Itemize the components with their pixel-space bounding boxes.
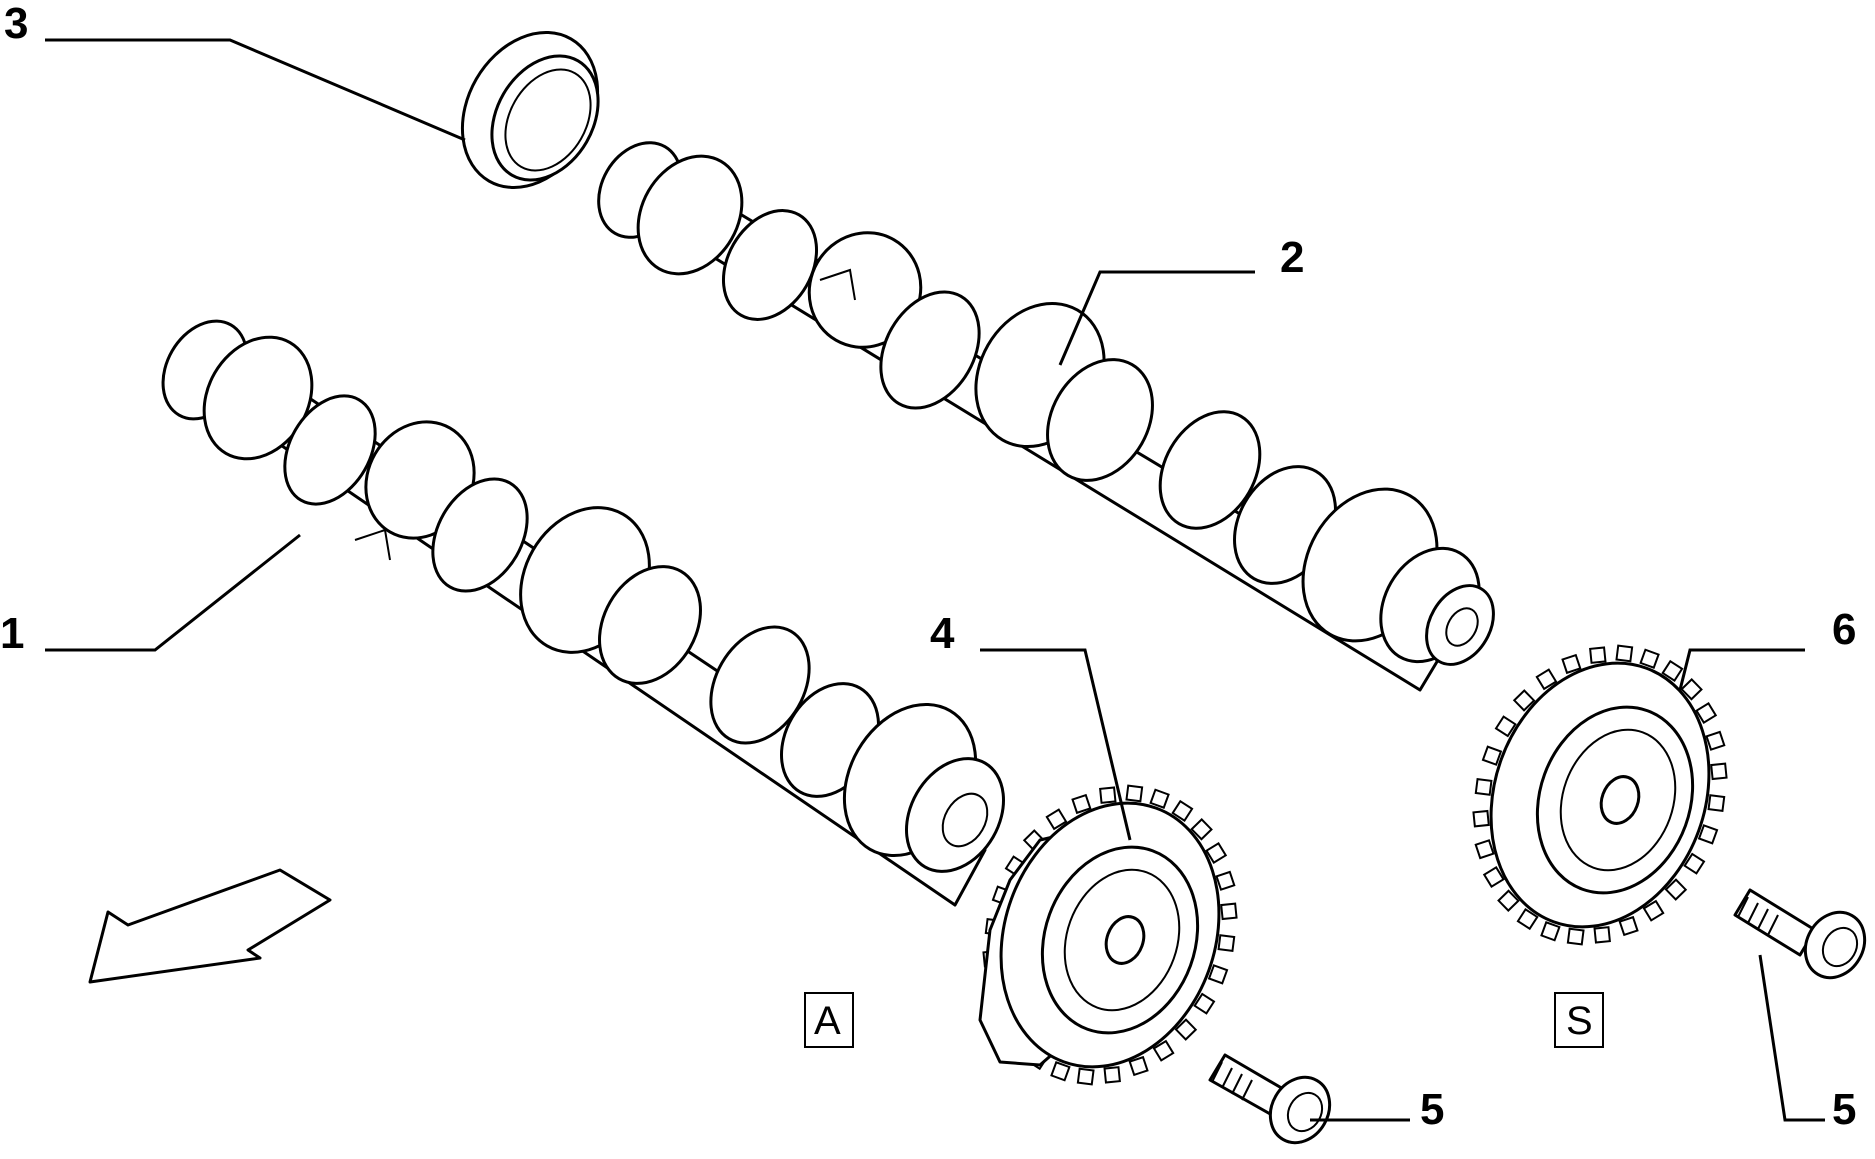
gear-tooth [1535,668,1558,691]
gear-tooth [1512,689,1536,712]
gear-tooth [1482,866,1505,889]
gear-tooth [1642,899,1665,922]
gear-tooth [1661,659,1684,682]
gear-tooth [1497,889,1520,913]
gear-tooth [1045,808,1068,831]
gear-tooth [1071,793,1092,815]
gear-tooth [1516,908,1539,931]
callout-2: 2 [1280,233,1304,282]
leader-1 [45,533,301,652]
leader-6 [1678,648,1805,691]
gear-tooth [1683,852,1706,875]
gear-tooth [1099,786,1117,804]
timing-pulley-s[interactable] [1455,632,1745,958]
gear-tooth [1697,824,1719,845]
svg-text:S: S [1566,999,1593,1043]
gear-tooth [1128,1055,1149,1077]
gear-tooth [1174,1018,1198,1041]
callout-5b: 5 [1832,1085,1856,1134]
gear-tooth [1561,653,1582,675]
gear-tooth [1125,784,1144,803]
leader-5b [1758,954,1825,1122]
gear-tooth [1707,794,1726,812]
callout-4: 4 [930,609,955,658]
gear-tooth [1220,902,1238,921]
gear-tooth [1215,870,1236,891]
leader-lines [45,38,1825,1122]
camshaft-intake[interactable] [582,128,1507,692]
gear-tooth [1190,817,1213,841]
leader-3 [45,38,466,142]
direction-arrow-icon [88,868,332,984]
leader-2 [1058,270,1255,366]
gear-tooth [1474,778,1493,796]
gear-tooth [1103,1066,1121,1084]
gear-tooth [1474,839,1495,860]
gear-teeth [1472,644,1728,946]
bolt-s[interactable] [1733,888,1875,988]
gear-tooth [1566,927,1585,946]
leader-4 [980,648,1132,841]
gear-tooth [1639,648,1660,669]
gear-tooth [1615,644,1634,663]
gear-tooth [1152,1039,1175,1062]
callout-5a: 5 [1420,1085,1444,1134]
gear-tooth [1149,788,1170,809]
gear-tooth [1540,921,1561,942]
gear-tooth [1494,715,1517,738]
gear-tooth [1205,841,1228,864]
timing-pulley-a[interactable] [965,772,1255,1098]
callout-3: 3 [4,0,28,48]
gear-tooth [1207,964,1229,985]
gear-tooth [1589,646,1607,664]
gear-tooth [1050,1061,1071,1082]
gear-tooth [1171,799,1194,822]
gear-tooth [1217,934,1236,952]
gear-tooth [1593,926,1611,944]
gear-tooth [1664,878,1688,901]
callout-1: 1 [0,609,24,658]
gear-tooth [1680,677,1703,701]
callout-6: 6 [1832,605,1856,654]
boxed-label-a: A [804,992,854,1048]
gear-tooth [1193,992,1216,1015]
gear-tooth [1695,701,1718,724]
gear-tooth [1481,745,1503,766]
gear-tooth [1618,915,1639,937]
bolt-a[interactable] [1208,1053,1341,1153]
oil-seal[interactable] [435,8,624,212]
callout-numbers: 3 2 1 4 5 6 5 [0,0,1856,1134]
gear-tooth [1472,809,1490,828]
boxed-label-s: S [1554,992,1604,1048]
gear-tooth [1076,1067,1095,1086]
gear-tooth [1705,730,1726,751]
gear-tooth [1710,762,1728,781]
camshaft-exhaust[interactable] [146,306,1023,907]
svg-text:A: A [814,999,841,1043]
